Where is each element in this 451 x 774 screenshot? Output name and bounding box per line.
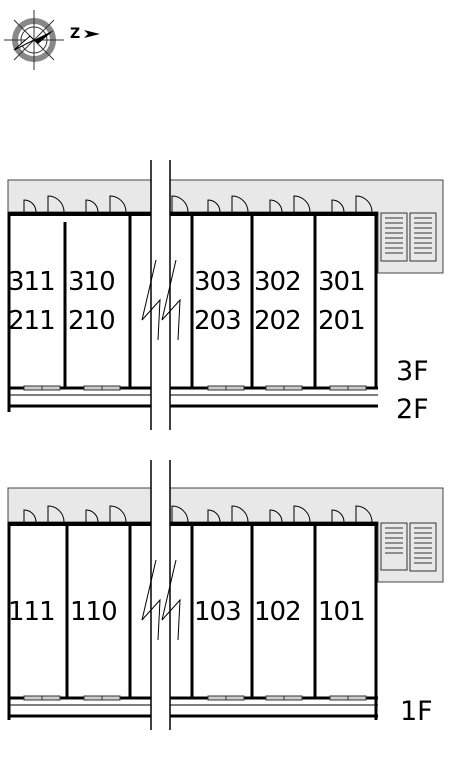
unit-311-label: 311 xyxy=(8,267,56,297)
stairs-icon xyxy=(380,522,437,572)
unit-303-label: 303 xyxy=(194,267,242,297)
floor-plan-3f-2f: 311 310 303 302 301 211 210 203 202 201 … xyxy=(0,160,451,430)
floor-2f-label: 2F xyxy=(396,394,429,425)
floor-plan-drawing xyxy=(7,460,444,730)
unit-203-label: 203 xyxy=(194,306,242,336)
unit-211-label: 211 xyxy=(8,306,56,336)
unit-301-label: 301 xyxy=(318,267,366,297)
unit-210-label: 210 xyxy=(68,306,116,336)
unit-101-label: 101 xyxy=(318,597,366,627)
unit-302-label: 302 xyxy=(254,267,302,297)
unit-111-label: 111 xyxy=(8,597,56,627)
stairs-icon xyxy=(380,212,437,262)
floor-plan-drawing xyxy=(7,160,444,430)
unit-110-label: 110 xyxy=(70,597,118,627)
floor-plan-1f: 111 110 103 102 101 1F xyxy=(0,460,451,730)
unit-310-label: 310 xyxy=(68,267,116,297)
floor-3f-label: 3F xyxy=(396,356,429,387)
unit-103-label: 103 xyxy=(194,597,242,627)
unit-202-label: 202 xyxy=(254,306,302,336)
unit-201-label: 201 xyxy=(318,306,366,336)
compass: Z xyxy=(4,4,108,74)
floor-1f-label: 1F xyxy=(400,696,433,727)
compass-north-letter: Z xyxy=(70,26,80,42)
compass-icon: Z xyxy=(4,10,100,70)
unit-102-label: 102 xyxy=(254,597,302,627)
